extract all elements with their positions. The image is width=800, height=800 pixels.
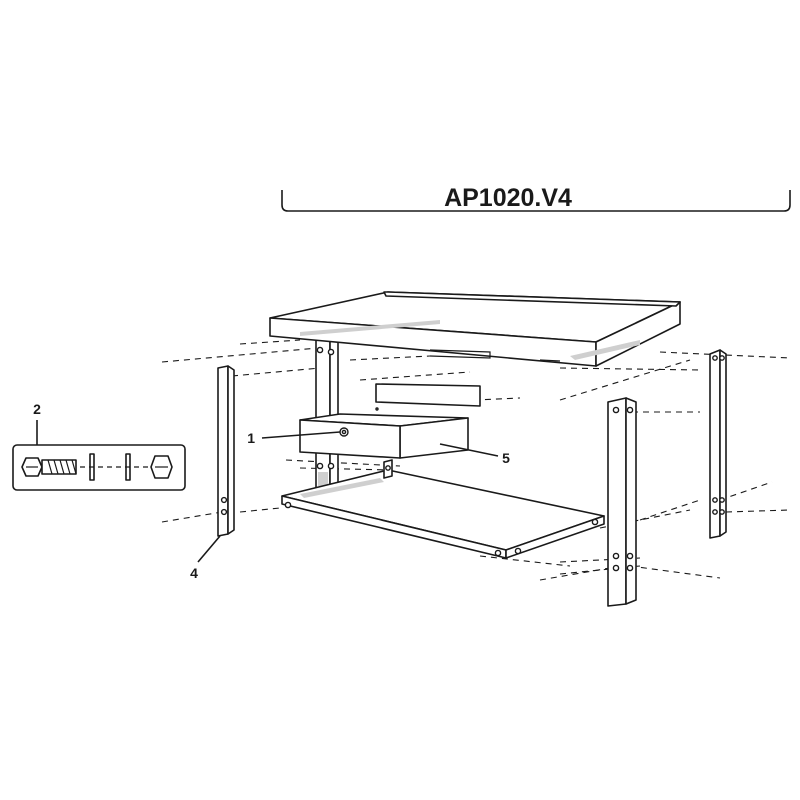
front-right-leg — [607, 397, 637, 607]
work-top — [269, 291, 681, 367]
drawer — [299, 407, 469, 459]
front-left-leg — [217, 365, 235, 537]
diagram-title: AP1020.V4 — [444, 184, 572, 212]
callout-label-1: 1 — [247, 430, 255, 446]
back-right-leg — [709, 349, 727, 539]
title-frame: AP1020.V4 — [281, 184, 791, 212]
callout-leaders — [36, 420, 499, 563]
back-left-leg — [315, 335, 339, 489]
bolt-kit-detail — [12, 444, 186, 491]
lower-shelf — [281, 469, 605, 559]
rear-panel — [375, 383, 481, 407]
callout-label-2: 2 — [33, 401, 41, 417]
callout-label-5: 5 — [502, 450, 510, 466]
callout-label-4: 4 — [190, 565, 198, 581]
back-left-leg-foot — [383, 459, 393, 479]
